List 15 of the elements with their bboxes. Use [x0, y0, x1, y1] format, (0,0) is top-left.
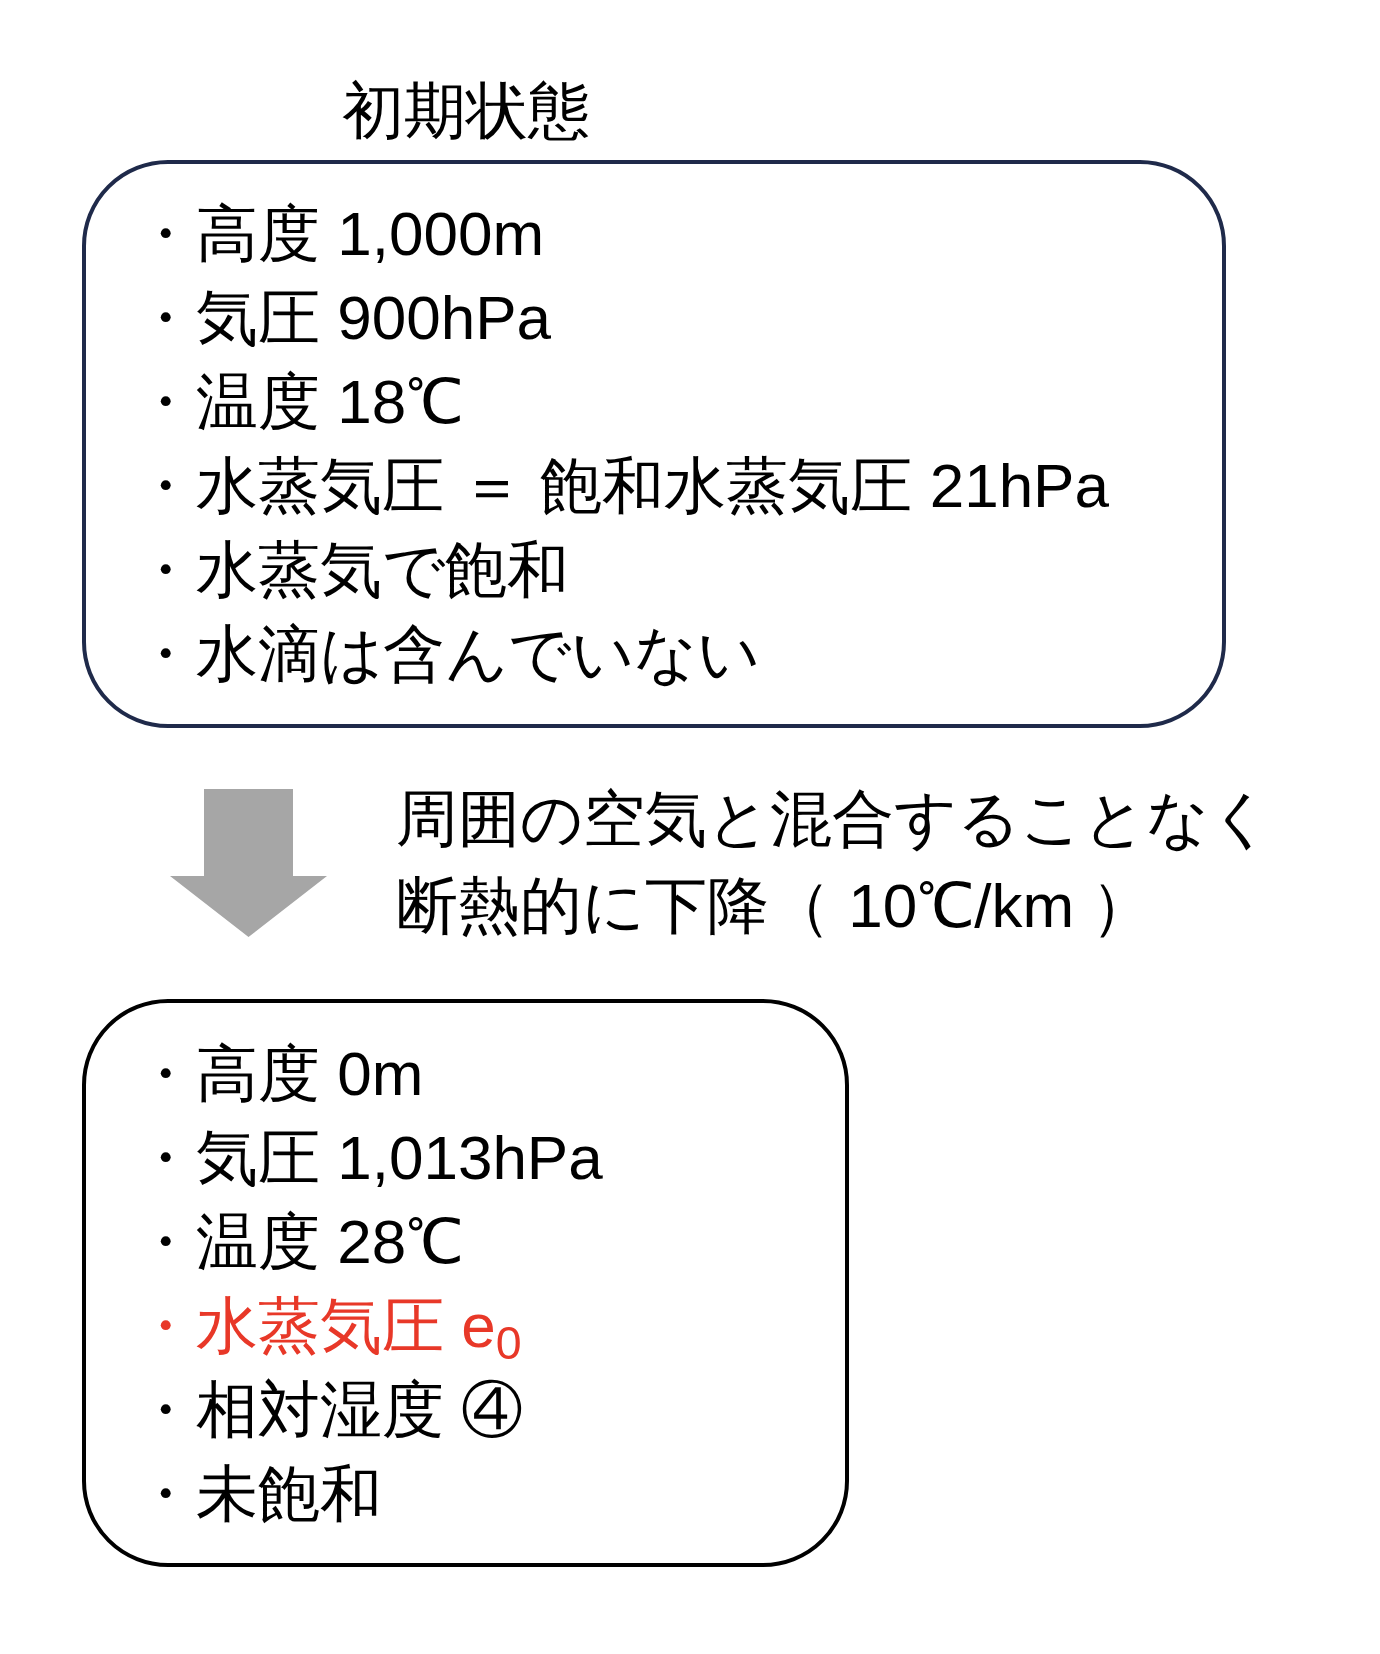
- list-item: ・温度 28℃: [134, 1206, 464, 1278]
- list-item: ・高度 1,000m: [134, 198, 545, 270]
- list-item: ・水蒸気で飽和: [134, 534, 569, 606]
- rounded-box: [82, 999, 849, 1567]
- list-item: ・水蒸気圧 ＝ 飽和水蒸気圧 21hPa: [134, 450, 1109, 522]
- list-item: ・気圧 900hPa: [134, 282, 551, 354]
- list-item: ・気圧 1,013hPa: [134, 1122, 603, 1194]
- list-item: ・未飽和: [134, 1458, 382, 1530]
- list-item: ・高度 0m: [134, 1038, 424, 1110]
- box-heading: 初期状態: [342, 80, 590, 142]
- block-arrow: [170, 789, 327, 937]
- list-item: ・水蒸気圧 e$_{0}$: [134, 1290, 522, 1368]
- list-item: ・温度 18℃: [134, 366, 464, 438]
- list-item: ・水滴は含んでいない: [134, 618, 760, 690]
- list-item: ・相対湿度 ④: [134, 1374, 524, 1446]
